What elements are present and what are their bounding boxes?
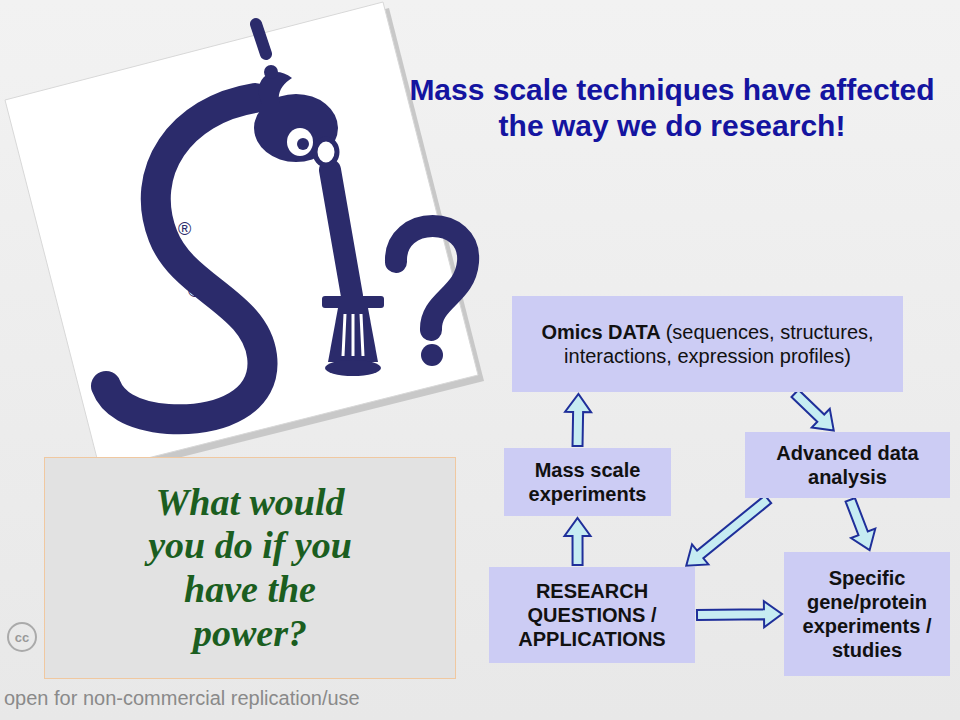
node-heading: RESEARCH QUESTIONS / APPLICATIONS — [497, 579, 687, 651]
node-heading: What would you do if you have the power? — [125, 481, 375, 656]
text-wrap: Specific gene/protein experiments / stud… — [792, 566, 942, 662]
cc-badge — [8, 623, 36, 651]
text-wrap: Mass scale experiments — [510, 458, 665, 506]
registered-mark: ® — [178, 220, 191, 238]
licence-note: open for non-commercial replication/use — [4, 688, 360, 708]
node-heading: Specific gene/protein experiments / stud… — [792, 566, 942, 662]
text-wrap: RESEARCH QUESTIONS / APPLICATIONS — [497, 579, 687, 651]
question-panel: What would you do if you have the power? — [44, 457, 456, 679]
block-arrow — [792, 390, 834, 431]
cc-mark: cc — [15, 631, 29, 644]
process-box: Specific gene/protein experiments / stud… — [784, 552, 950, 676]
text-wrap: Omics DATA(sequences, structures, intera… — [520, 320, 895, 368]
block-arrow — [565, 394, 591, 446]
logo-card — [5, 2, 478, 470]
text-wrap: What would you do if you have the power? — [125, 481, 375, 656]
copyright-mark: © — [188, 282, 201, 300]
text-wrap: Advanced data analysis — [751, 441, 944, 489]
process-box: Mass scale experiments — [504, 448, 671, 516]
node-heading: Advanced data analysis — [751, 441, 944, 489]
block-arrow — [846, 498, 876, 550]
slide-title: Mass scale techniques have affected the … — [397, 72, 947, 144]
block-arrow — [686, 495, 771, 565]
process-box: RESEARCH QUESTIONS / APPLICATIONS — [489, 567, 695, 663]
logo-details — [254, 65, 443, 376]
block-arrow — [697, 601, 782, 627]
node-heading: Mass scale experiments — [510, 458, 665, 506]
block-arrow — [565, 518, 591, 565]
process-box: Advanced data analysis — [745, 432, 950, 498]
data-box: Omics DATA(sequences, structures, intera… — [512, 296, 903, 392]
node-heading: Omics DATA — [541, 321, 660, 343]
